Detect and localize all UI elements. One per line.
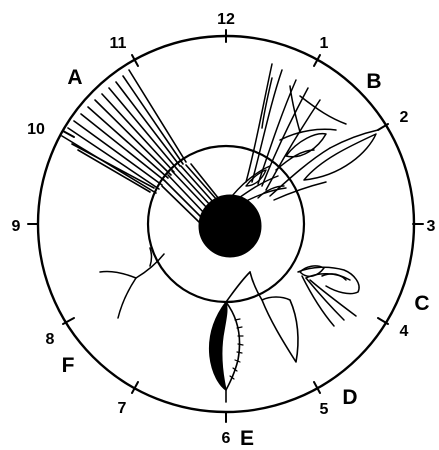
clock-label-4: 4 — [400, 323, 409, 340]
clock-label-10: 10 — [27, 121, 45, 138]
sector-label-e: E — [240, 427, 254, 450]
clock-label-1: 1 — [320, 35, 329, 52]
sector-label-b: B — [366, 70, 381, 93]
clock-label-7: 7 — [118, 400, 127, 417]
clock-label-3: 3 — [427, 218, 436, 235]
sector-label-c: C — [414, 292, 429, 315]
clock-label-6: 6 — [222, 430, 231, 447]
sector-f-vessel — [100, 248, 164, 318]
clock-label-8: 8 — [46, 331, 55, 348]
clock-label-11: 11 — [110, 35, 127, 52]
clock-label-12: 12 — [217, 11, 235, 28]
sector-label-d: D — [342, 386, 357, 409]
clock-label-5: 5 — [320, 401, 329, 418]
clock-label-9: 9 — [12, 218, 21, 235]
central-dark-disc — [199, 195, 261, 257]
sector-label-a: A — [67, 66, 82, 89]
sector-c-lesion — [298, 266, 359, 326]
sector-e-lesion — [210, 302, 243, 402]
sector-label-f: F — [62, 354, 75, 377]
clock-label-2: 2 — [400, 109, 409, 126]
tick-10 — [63, 131, 74, 137]
